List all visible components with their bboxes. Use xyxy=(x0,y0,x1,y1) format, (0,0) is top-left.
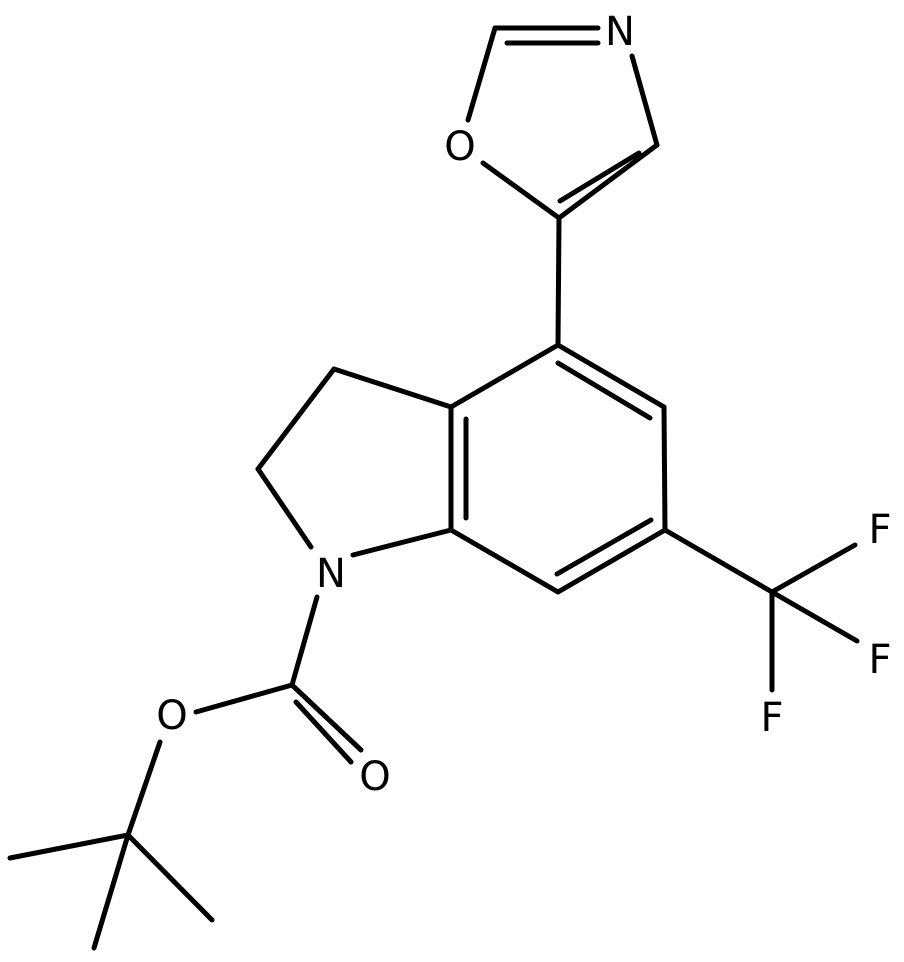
bond-ctert-me1 xyxy=(7,832,131,861)
bond-c5-o1 xyxy=(480,160,562,221)
bond-n1-carbonyl xyxy=(289,594,320,688)
atom-n-indoline: N xyxy=(316,551,346,597)
bond-c3a-c3 xyxy=(331,366,454,410)
bond-c2-n1 xyxy=(255,466,314,550)
atom-f3: F xyxy=(760,695,783,741)
oxazole-ring xyxy=(465,25,660,221)
bond-c6-cf3 xyxy=(662,527,775,595)
boc-group xyxy=(7,594,364,951)
bond-carbonyl-o-double xyxy=(289,682,364,753)
bond-c4-c5 xyxy=(556,142,660,221)
bond-c4-c5 xyxy=(555,342,667,410)
bond-o-ester-ctert xyxy=(125,739,163,838)
bond-ctert-me2 xyxy=(91,832,131,951)
atom-o-carbonyl: O xyxy=(359,754,390,800)
atom-o-oxazole: O xyxy=(444,124,475,170)
bond-c7-c7a xyxy=(448,527,561,595)
bond-n3-c4 xyxy=(629,53,660,148)
bond-c6-c7-inner xyxy=(554,517,654,577)
bond-n1-c7a xyxy=(350,527,454,558)
bond-c-f2 xyxy=(769,589,860,644)
bond-c3a-c4 xyxy=(448,342,561,410)
bond-ctert-me3 xyxy=(125,832,215,923)
atom-f1: F xyxy=(868,507,891,553)
benzene-ring xyxy=(448,342,668,595)
atom-labels: N O N O O F F F xyxy=(156,9,891,800)
bond-c5-c6 xyxy=(661,404,668,533)
atom-f2: F xyxy=(868,637,891,683)
atom-n-oxazole: N xyxy=(605,9,635,55)
pyrroline-ring xyxy=(255,366,454,558)
bond-carbonyl-o-ester xyxy=(193,682,295,715)
bond-oxazole-benzene xyxy=(555,215,562,348)
bond-c4-c5-inner xyxy=(555,360,653,421)
bond-o1-c2 xyxy=(465,25,498,123)
bond-c3-c2 xyxy=(255,366,337,472)
bond-c4-c5-inner xyxy=(557,150,642,204)
bond-c-f1 xyxy=(769,542,858,595)
atom-o-ester: O xyxy=(156,693,187,739)
bond-c6-c7 xyxy=(555,527,668,595)
bond-carbonyl-o-double-inner xyxy=(293,699,354,765)
trifluoromethyl-group xyxy=(662,527,860,693)
